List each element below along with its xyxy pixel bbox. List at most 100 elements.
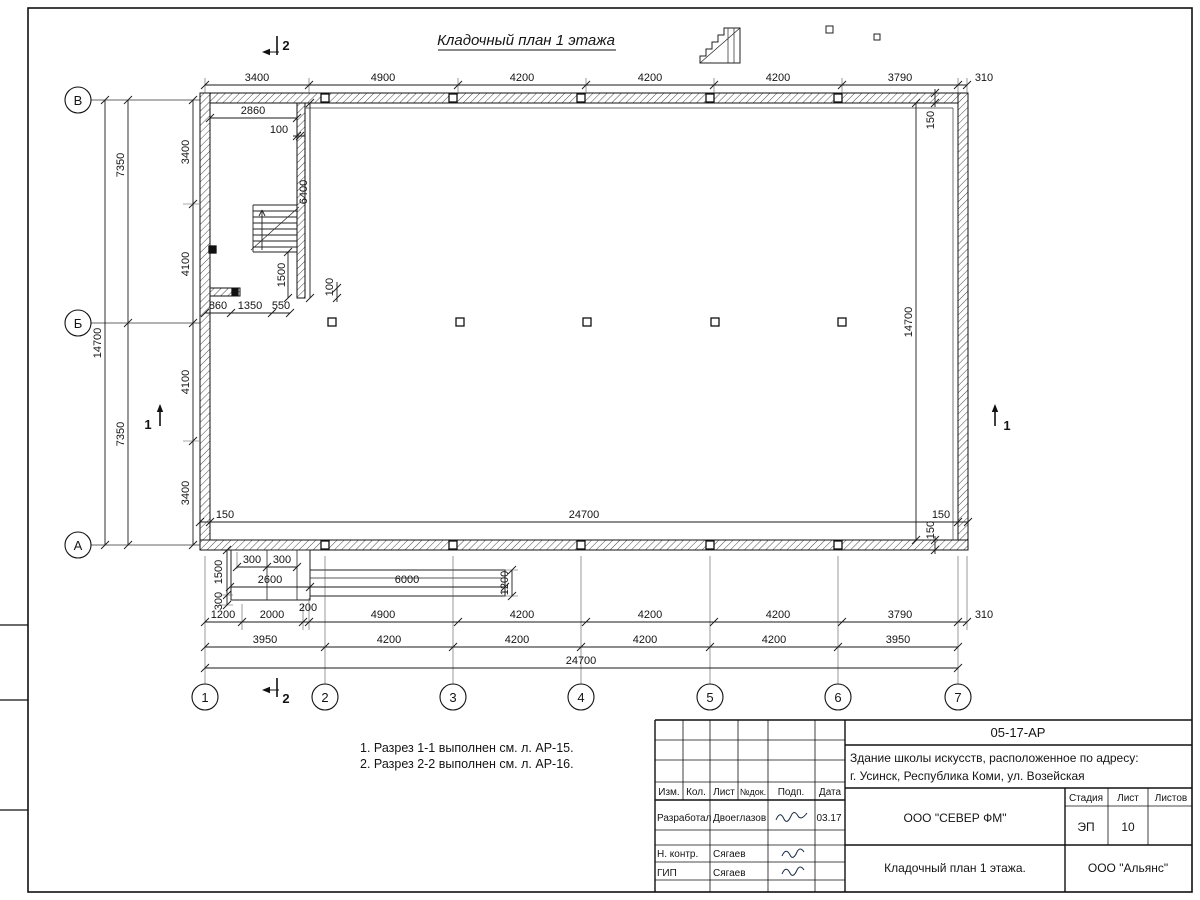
section-2-bottom-arrowhead (262, 686, 270, 694)
dim-6400 (305, 98, 315, 303)
dim-label: 3950 (886, 634, 910, 646)
column (327, 317, 337, 327)
wall-stair-vertical (296, 102, 306, 299)
stair-break-line (250, 206, 300, 251)
interior-walls (209, 102, 306, 299)
dim-label: 4900 (371, 609, 395, 621)
dim-label: 6000 (395, 574, 419, 586)
tb-col-header: Подп. (778, 787, 805, 798)
dim-label: 300 (273, 554, 291, 566)
tb-object-line1: Здание школы искусств, расположенное по … (850, 751, 1139, 765)
axis-label: 2 (321, 690, 328, 705)
axis-label: 6 (834, 690, 841, 705)
dim-chain-left-inner (188, 95, 198, 550)
note-line: 2. Разрез 2-2 выполнен см. л. АР-16. (360, 757, 574, 771)
column (833, 93, 843, 103)
dim-label: 1350 (238, 300, 262, 312)
column (710, 317, 720, 327)
extension-lines-bottom (204, 556, 968, 684)
dim-label: 3400 (245, 72, 269, 84)
dim-label: 24700 (569, 509, 600, 521)
column (833, 540, 843, 550)
axis-label: 4 (577, 690, 584, 705)
axis-label: А (74, 538, 83, 553)
dim-label: 4200 (638, 609, 662, 621)
dim-label: 200 (299, 602, 317, 614)
dim-label: 1500 (213, 560, 225, 584)
column (582, 317, 592, 327)
dim-label: 860 (209, 300, 227, 312)
dim-ramp-1200 (507, 565, 517, 601)
column (455, 317, 465, 327)
title-block-texts: Изм. Кол. Лист №док. Подп. Дата Разработ… (657, 725, 1187, 879)
tb-object-line2: г. Усинск, Республика Коми, ул. Возейска… (850, 769, 1085, 783)
columns (208, 93, 847, 550)
section-marks (156, 36, 999, 697)
dim-label: 100 (270, 124, 288, 136)
axis-circle (191, 683, 219, 711)
axis-circle (696, 683, 724, 711)
ramp (309, 569, 506, 597)
dimension-labels: 3400 4900 4200 4200 4200 3790 310 1200 2… (92, 72, 993, 667)
axis-label: 3 (449, 690, 456, 705)
marker-square (873, 33, 881, 41)
dim-label: 1200 (211, 609, 235, 621)
dim-chain-bottom2 (200, 642, 963, 652)
dim-interior-bottom (195, 517, 973, 527)
column (448, 93, 458, 103)
dim-label: 2600 (258, 574, 282, 586)
tb-name: Двоеглазов (713, 813, 766, 824)
dim-label: 300 (243, 554, 261, 566)
axis-circle (64, 86, 92, 114)
dim-label: 550 (272, 300, 290, 312)
tb-doc-number: 05-17-АР (991, 725, 1046, 740)
dim-label: 4100 (180, 370, 192, 394)
wall-pier (208, 245, 217, 254)
dim-label: 150 (925, 111, 937, 129)
wall-ledge-lines (305, 107, 954, 540)
section-label: 2 (282, 38, 289, 53)
tb-role: Н. контр. (657, 849, 698, 860)
dim-label: 150 (932, 509, 950, 521)
dim-label: 3950 (253, 634, 277, 646)
dim-label: 3400 (180, 481, 192, 505)
column (320, 540, 330, 550)
tb-stage-value: ЭП (1077, 820, 1094, 834)
wall-left (199, 92, 211, 551)
tb-drawing-name: Кладочный план 1 этажа. (884, 861, 1026, 875)
dim-label: 14700 (92, 328, 104, 359)
dim-label: 310 (975, 72, 993, 84)
column (837, 317, 847, 327)
tb-col-header: Кол. (686, 787, 706, 798)
section-label: 1 (144, 417, 151, 432)
stair-direction-arrow (258, 209, 266, 250)
column (448, 540, 458, 550)
dim-label: 4200 (377, 634, 401, 646)
dim-label: 4200 (633, 634, 657, 646)
dim-label: 6400 (298, 180, 310, 204)
ramp-outline (309, 569, 506, 597)
stair-treads (252, 204, 297, 253)
axis-label: В (74, 93, 83, 108)
tb-sheets-label: Листов (1155, 793, 1188, 804)
dim-label: 4200 (505, 634, 529, 646)
dim-chain-bottom1 (200, 617, 972, 627)
tb-col-header: Лист (713, 787, 735, 798)
dim-100b (332, 282, 342, 303)
tb-company: ООО "СЕВЕР ФМ" (904, 811, 1007, 825)
dim-label: 7350 (115, 422, 127, 446)
dim-1500 (283, 247, 293, 303)
tb-name: Сягаев (713, 849, 746, 860)
section-label: 1 (1003, 418, 1010, 433)
dim-chain-bottom3 (200, 663, 963, 673)
dim-label: 3400 (180, 140, 192, 164)
dim-label: 150 (216, 509, 234, 521)
axis-label: 7 (954, 690, 961, 705)
section-label: 2 (282, 691, 289, 706)
dim-label: 310 (975, 609, 993, 621)
dim-label: 4200 (510, 72, 534, 84)
column (576, 540, 586, 550)
axis-label: 5 (706, 690, 713, 705)
